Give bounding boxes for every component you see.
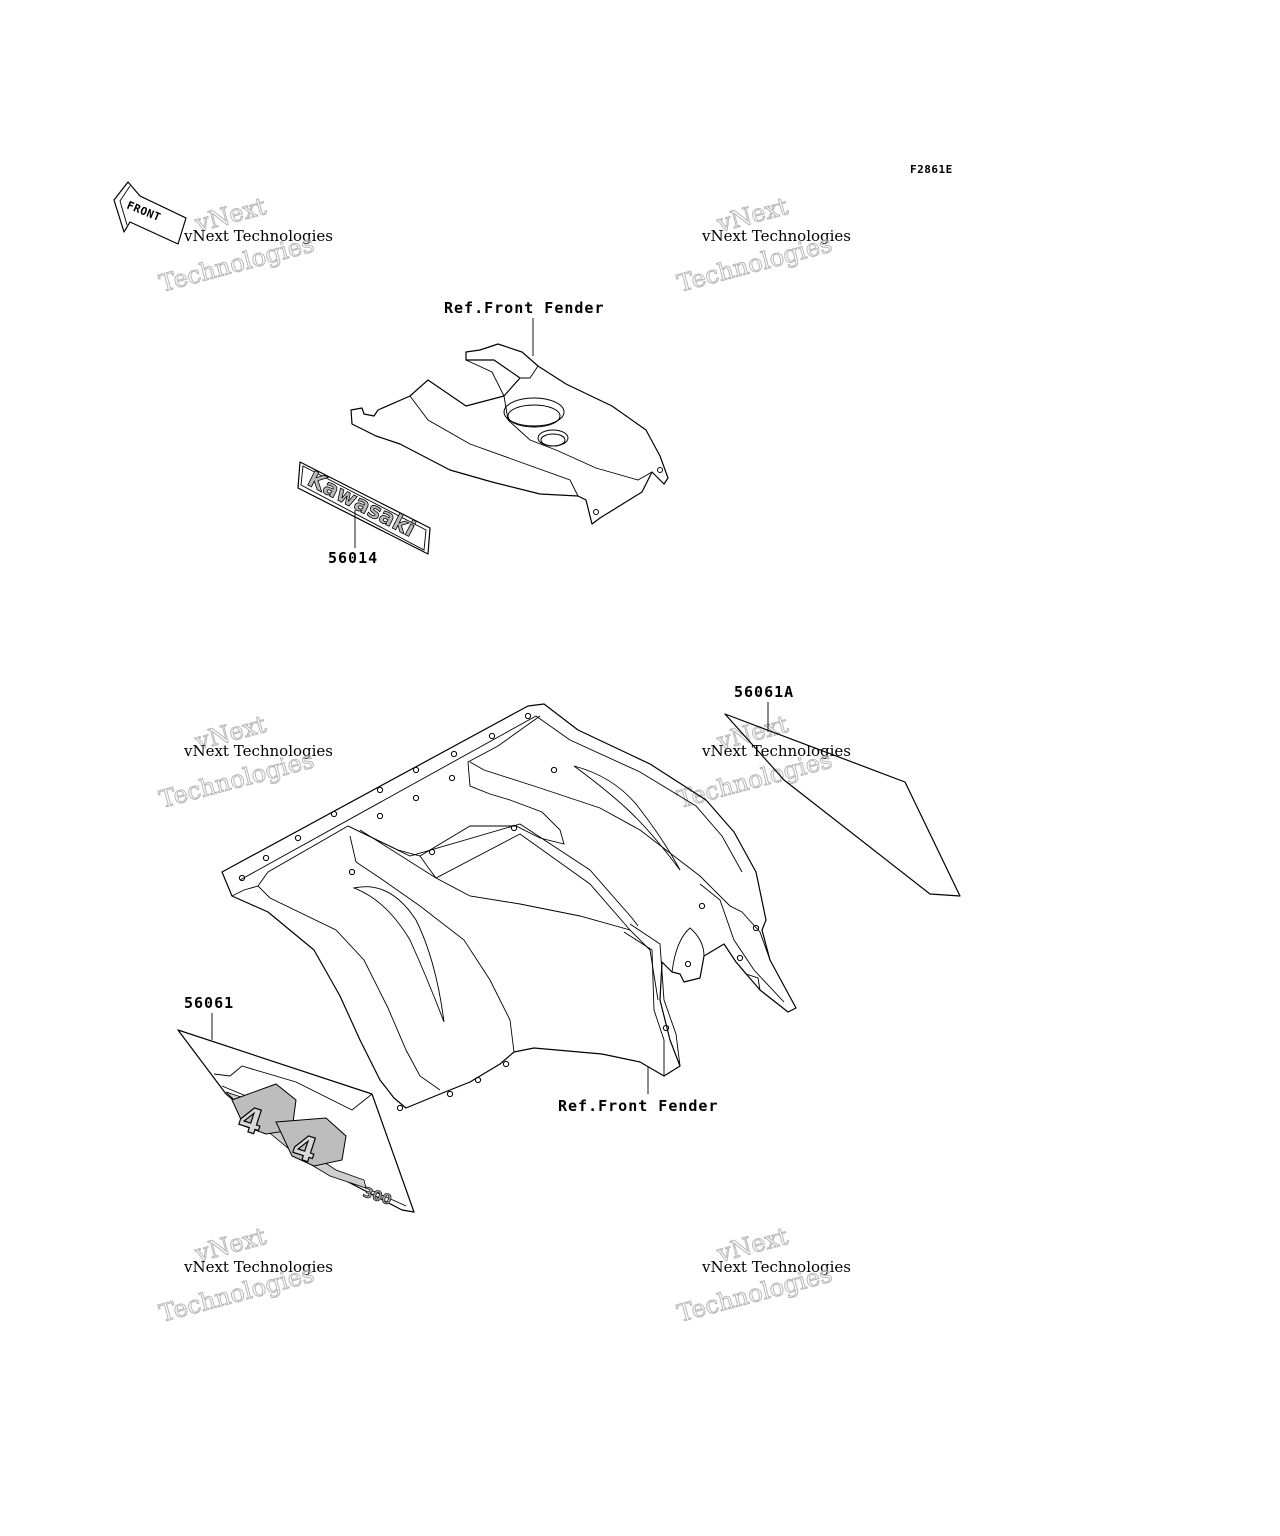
svg-text:vNext Technologies: vNext Technologies [701,742,851,760]
watermark-bottom-right: vNext vNext Technologies Technologies [674,1222,851,1329]
front-fender-top-part [350,343,669,525]
decal-56061a [724,713,961,897]
kawasaki-decal-text: Kawasaki [303,467,419,542]
decal-56061: 4 4 300 [177,1029,415,1213]
figure-code: F2861E [910,163,953,176]
ref-front-fender-top-label: Ref.Front Fender [444,299,605,317]
front-label: FRONT [125,199,163,224]
part-56061-label: 56061 [184,994,234,1012]
ref-front-fender-bottom-label: Ref.Front Fender [558,1097,719,1115]
front-fender-main-part [221,703,797,1112]
watermark-middle-left: vNext vNext Technologies Technologies [156,710,333,815]
watermark-top-right: vNext vNext Technologies Technologies [674,192,851,299]
decal-300-text: 300 [361,1185,394,1209]
svg-text:vNext Technologies: vNext Technologies [183,742,333,760]
front-arrow-icon: FRONT [113,181,187,245]
svg-text:vNext Technologies: vNext Technologies [183,1258,333,1276]
watermark-middle-right: vNext vNext Technologies Technologies [674,710,851,815]
kawasaki-decal: Kawasaki [297,461,431,555]
watermark-top-left: vNext vNext Technologies Technologies [156,192,333,299]
part-56014-label: 56014 [328,549,378,567]
watermark-bottom-left: vNext vNext Technologies Technologies [156,1222,333,1329]
svg-text:vNext Technologies: vNext Technologies [701,227,851,245]
svg-text:vNext Technologies: vNext Technologies [701,1258,851,1276]
part-56061a-label: 56061A [734,683,794,701]
svg-text:vNext Technologies: vNext Technologies [183,227,333,245]
